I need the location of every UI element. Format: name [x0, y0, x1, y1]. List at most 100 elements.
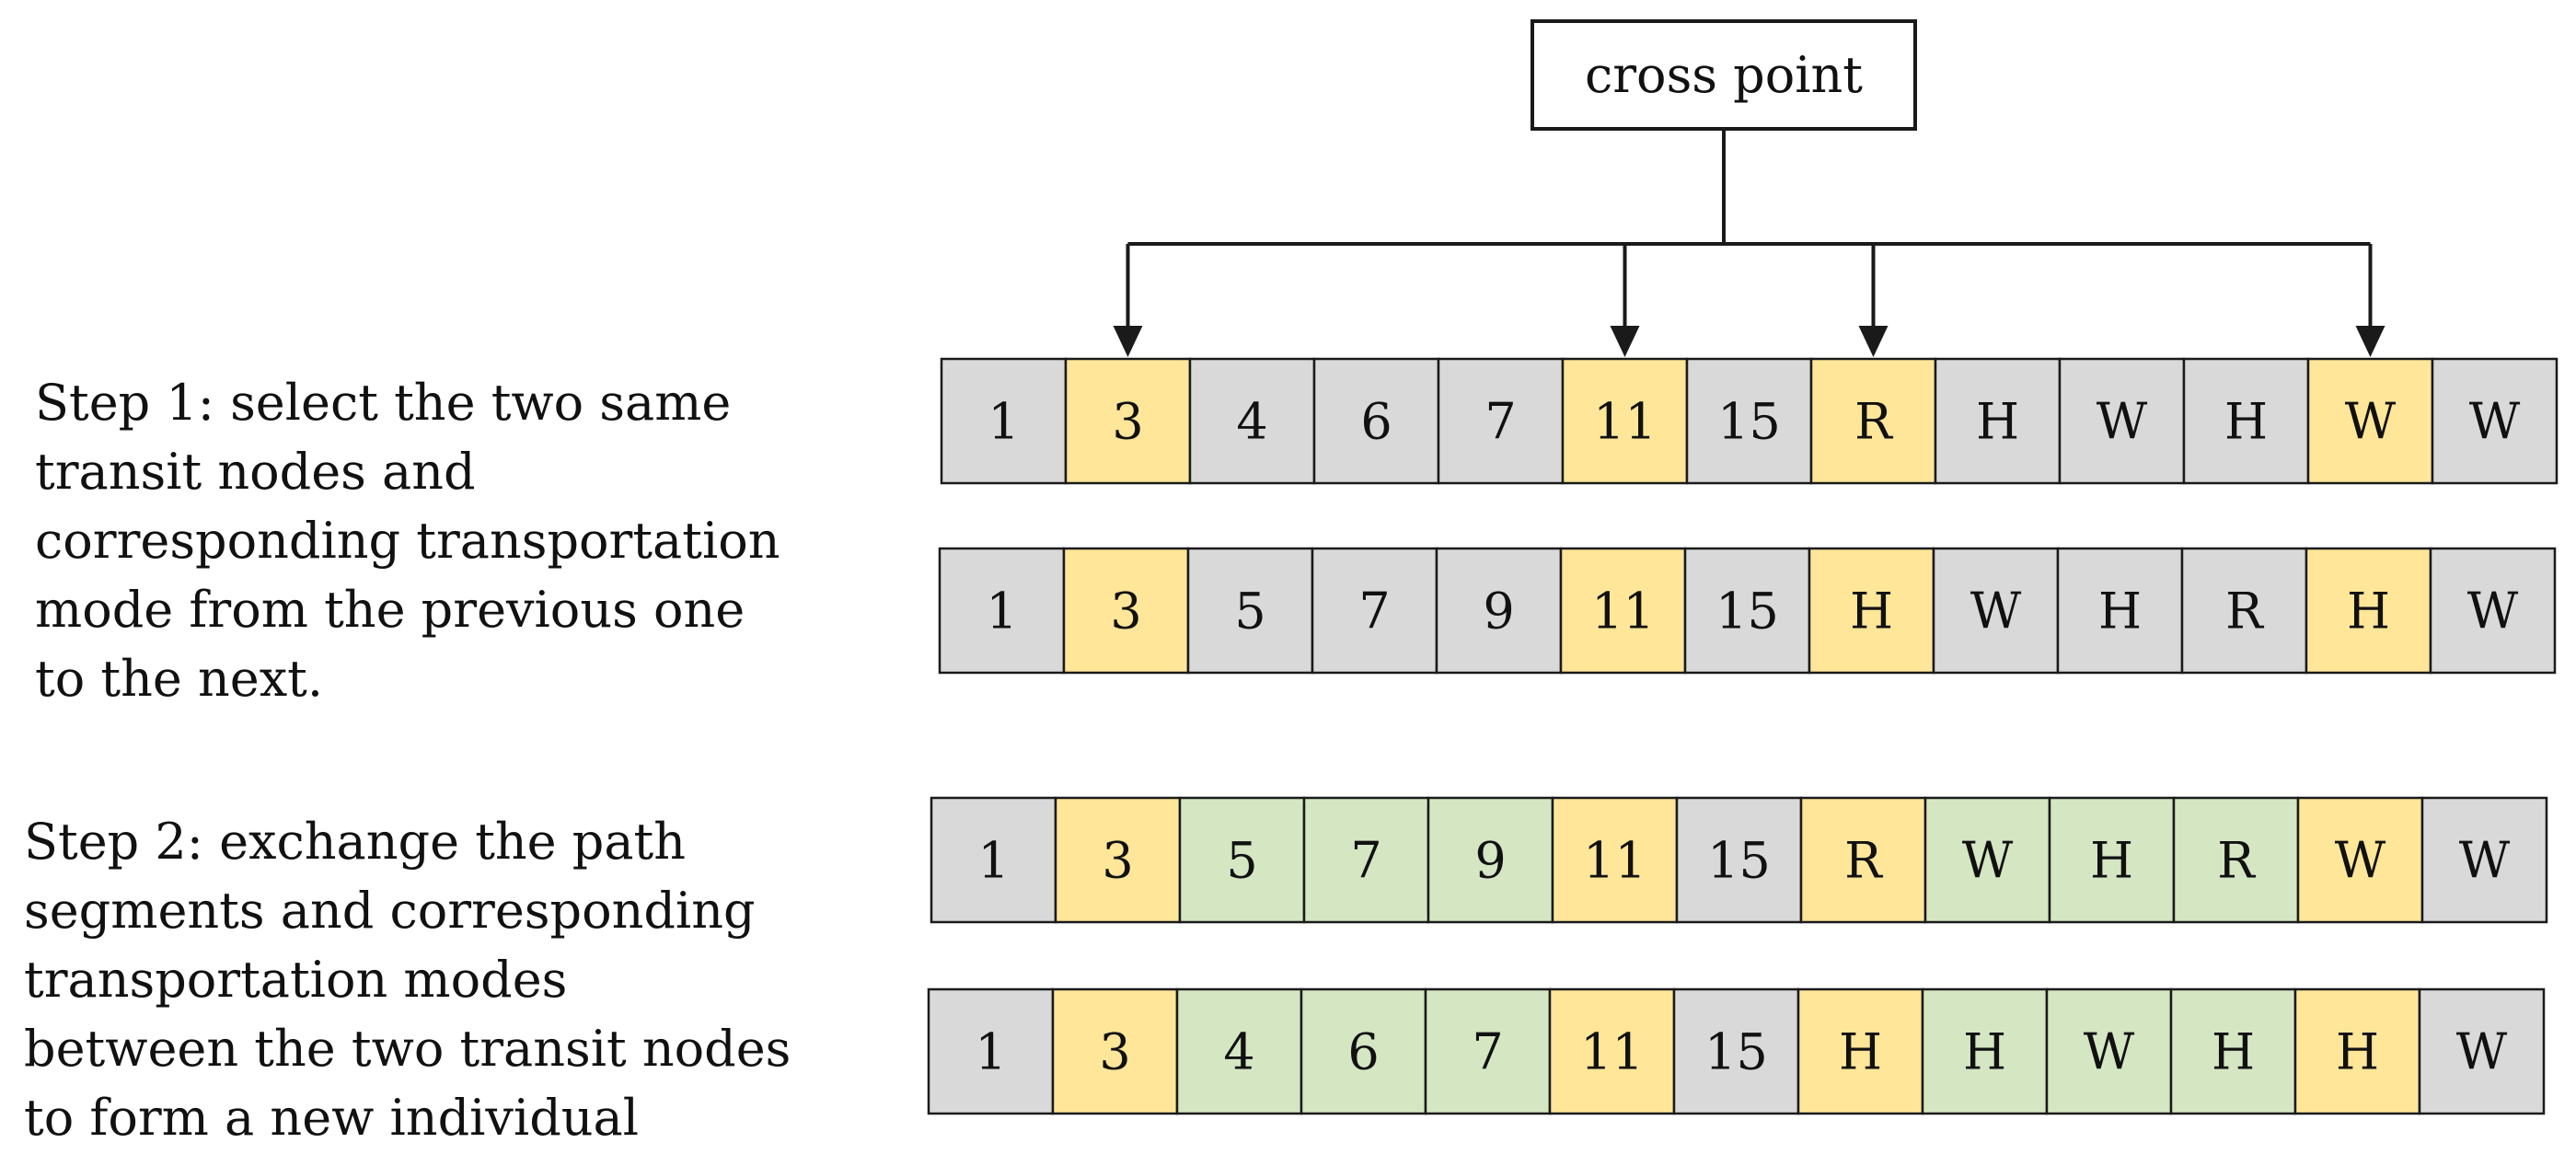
- gene-cell-label: H: [1839, 1023, 1882, 1081]
- gene-cell-label: H: [2336, 1023, 2379, 1081]
- gene-cell: [1683, 547, 1811, 675]
- cross-point-group: cross point: [1531, 19, 1917, 131]
- gene-cell: [1675, 796, 1803, 924]
- gene-cell: [1312, 357, 1440, 485]
- gene-cell: [1799, 796, 1927, 924]
- step-2-line: Step 2: exchange the path: [24, 813, 687, 871]
- gene-cell-label: R: [1854, 393, 1893, 451]
- gene-cell: [1934, 357, 2062, 485]
- gene-cell-label: H: [2098, 583, 2142, 641]
- gene-cell-label: W: [2467, 583, 2519, 641]
- gene-cell: [2431, 357, 2559, 485]
- gene-cell: [2169, 987, 2297, 1115]
- gene-cell: [2172, 796, 2300, 924]
- gene-cell: [2045, 987, 2173, 1115]
- arrowhead: [1610, 326, 1640, 357]
- gene-cell-label: H: [1850, 583, 1893, 641]
- step-1-line: transit nodes and: [35, 443, 476, 501]
- gene-cell-label: R: [1844, 832, 1883, 890]
- gene-cell-label: W: [1970, 583, 2022, 641]
- gene-cell: [940, 357, 1068, 485]
- step-2-description: Step 2: exchange the path segments and c…: [24, 807, 791, 1152]
- gene-cell-label: 9: [1483, 583, 1514, 641]
- gene-cell-label: W: [2459, 832, 2511, 890]
- gene-cell: [1051, 987, 1179, 1115]
- gene-cell-label: R: [2217, 832, 2256, 890]
- gene-cell: [1672, 987, 1800, 1115]
- cross-point-label: cross point: [1585, 46, 1863, 104]
- cross-point-connectors: [1113, 129, 2385, 357]
- step-1-line: mode from the previous one: [35, 581, 745, 639]
- gene-cell-label: 6: [1360, 393, 1392, 451]
- gene-cell: [1054, 796, 1182, 924]
- gene-cell: [1796, 987, 1924, 1115]
- gene-cell-label: 7: [1350, 832, 1381, 890]
- gene-cell: [930, 796, 1057, 924]
- gene-cell-label: 1: [975, 1023, 1006, 1081]
- gene-cell-label: 15: [1715, 583, 1779, 641]
- gene-cell-label: 11: [1593, 393, 1657, 451]
- gene-cell-label: 11: [1591, 583, 1655, 641]
- gene-cell-label: W: [2345, 393, 2397, 451]
- gene-cell-label: W: [2335, 832, 2386, 890]
- arrowhead: [1858, 326, 1889, 357]
- gene-cell: [1932, 547, 2060, 675]
- gene-cell-label: 3: [1099, 1023, 1130, 1081]
- gene-cell-label: H: [2347, 583, 2390, 641]
- gene-cell-label: 7: [1484, 393, 1516, 451]
- step-1-line: Step 1: select the two same: [35, 374, 732, 432]
- gene-cell-label: W: [2097, 393, 2148, 451]
- gene-cell: [1808, 547, 1935, 675]
- gene-cell: [1437, 357, 1565, 485]
- arrowhead: [2355, 326, 2385, 357]
- gene-cell: [938, 547, 1066, 675]
- gene-cell-label: 9: [1474, 832, 1506, 890]
- step-1-line: to the next.: [35, 650, 324, 708]
- gene-cell-label: 15: [1707, 832, 1771, 890]
- step-2-line: to form a new individual: [24, 1089, 640, 1147]
- gene-cell-label: R: [2225, 583, 2264, 641]
- gene-cell: [2182, 357, 2310, 485]
- gene-cell-label: W: [1962, 832, 2014, 890]
- gene-row-parent-2: 1 3 5 7 9 11 15 H W H R H W: [938, 547, 2557, 675]
- gene-cell: [2180, 547, 2308, 675]
- gene-cell: [1424, 987, 1552, 1115]
- gene-cell-label: W: [2469, 393, 2521, 451]
- gene-cell: [1559, 547, 1687, 675]
- gene-cell: [1178, 796, 1306, 924]
- gene-cell: [2296, 796, 2424, 924]
- gene-cell: [2418, 987, 2546, 1115]
- gene-cell-label: 1: [977, 832, 1009, 890]
- gene-cell: [1300, 987, 1427, 1115]
- gene-cell: [1551, 796, 1679, 924]
- gene-cell-label: 1: [986, 583, 1017, 641]
- gene-cell-label: 7: [1358, 583, 1390, 641]
- gene-cell: [2306, 357, 2434, 485]
- gene-cell: [1435, 547, 1563, 675]
- gene-cell-label: 15: [1717, 393, 1781, 451]
- gene-cell-label: 5: [1234, 583, 1265, 641]
- gene-cell: [1311, 547, 1438, 675]
- gene-cell-label: 4: [1223, 1023, 1254, 1081]
- gene-cell-label: H: [1963, 1023, 2006, 1081]
- gene-cell-label: 11: [1580, 1023, 1644, 1081]
- gene-cell-label: 6: [1347, 1023, 1379, 1081]
- gene-cell: [1809, 357, 1937, 485]
- gene-cell-label: 11: [1583, 832, 1646, 890]
- gene-cell-label: 5: [1226, 832, 1257, 890]
- gene-cell: [1188, 357, 1316, 485]
- gene-cell-label: H: [2224, 393, 2268, 451]
- step-1-description: Step 1: select the two same transit node…: [35, 368, 780, 713]
- gene-cell-label: 3: [1112, 393, 1143, 451]
- gene-cell-label: 3: [1110, 583, 1141, 641]
- gene-cell: [2420, 796, 2548, 924]
- gene-cell: [1548, 987, 1676, 1115]
- gene-cell: [1064, 357, 1192, 485]
- gene-cell-label: W: [2456, 1023, 2508, 1081]
- step-2-line: between the two transit nodes: [24, 1020, 791, 1078]
- gene-cell: [1427, 796, 1554, 924]
